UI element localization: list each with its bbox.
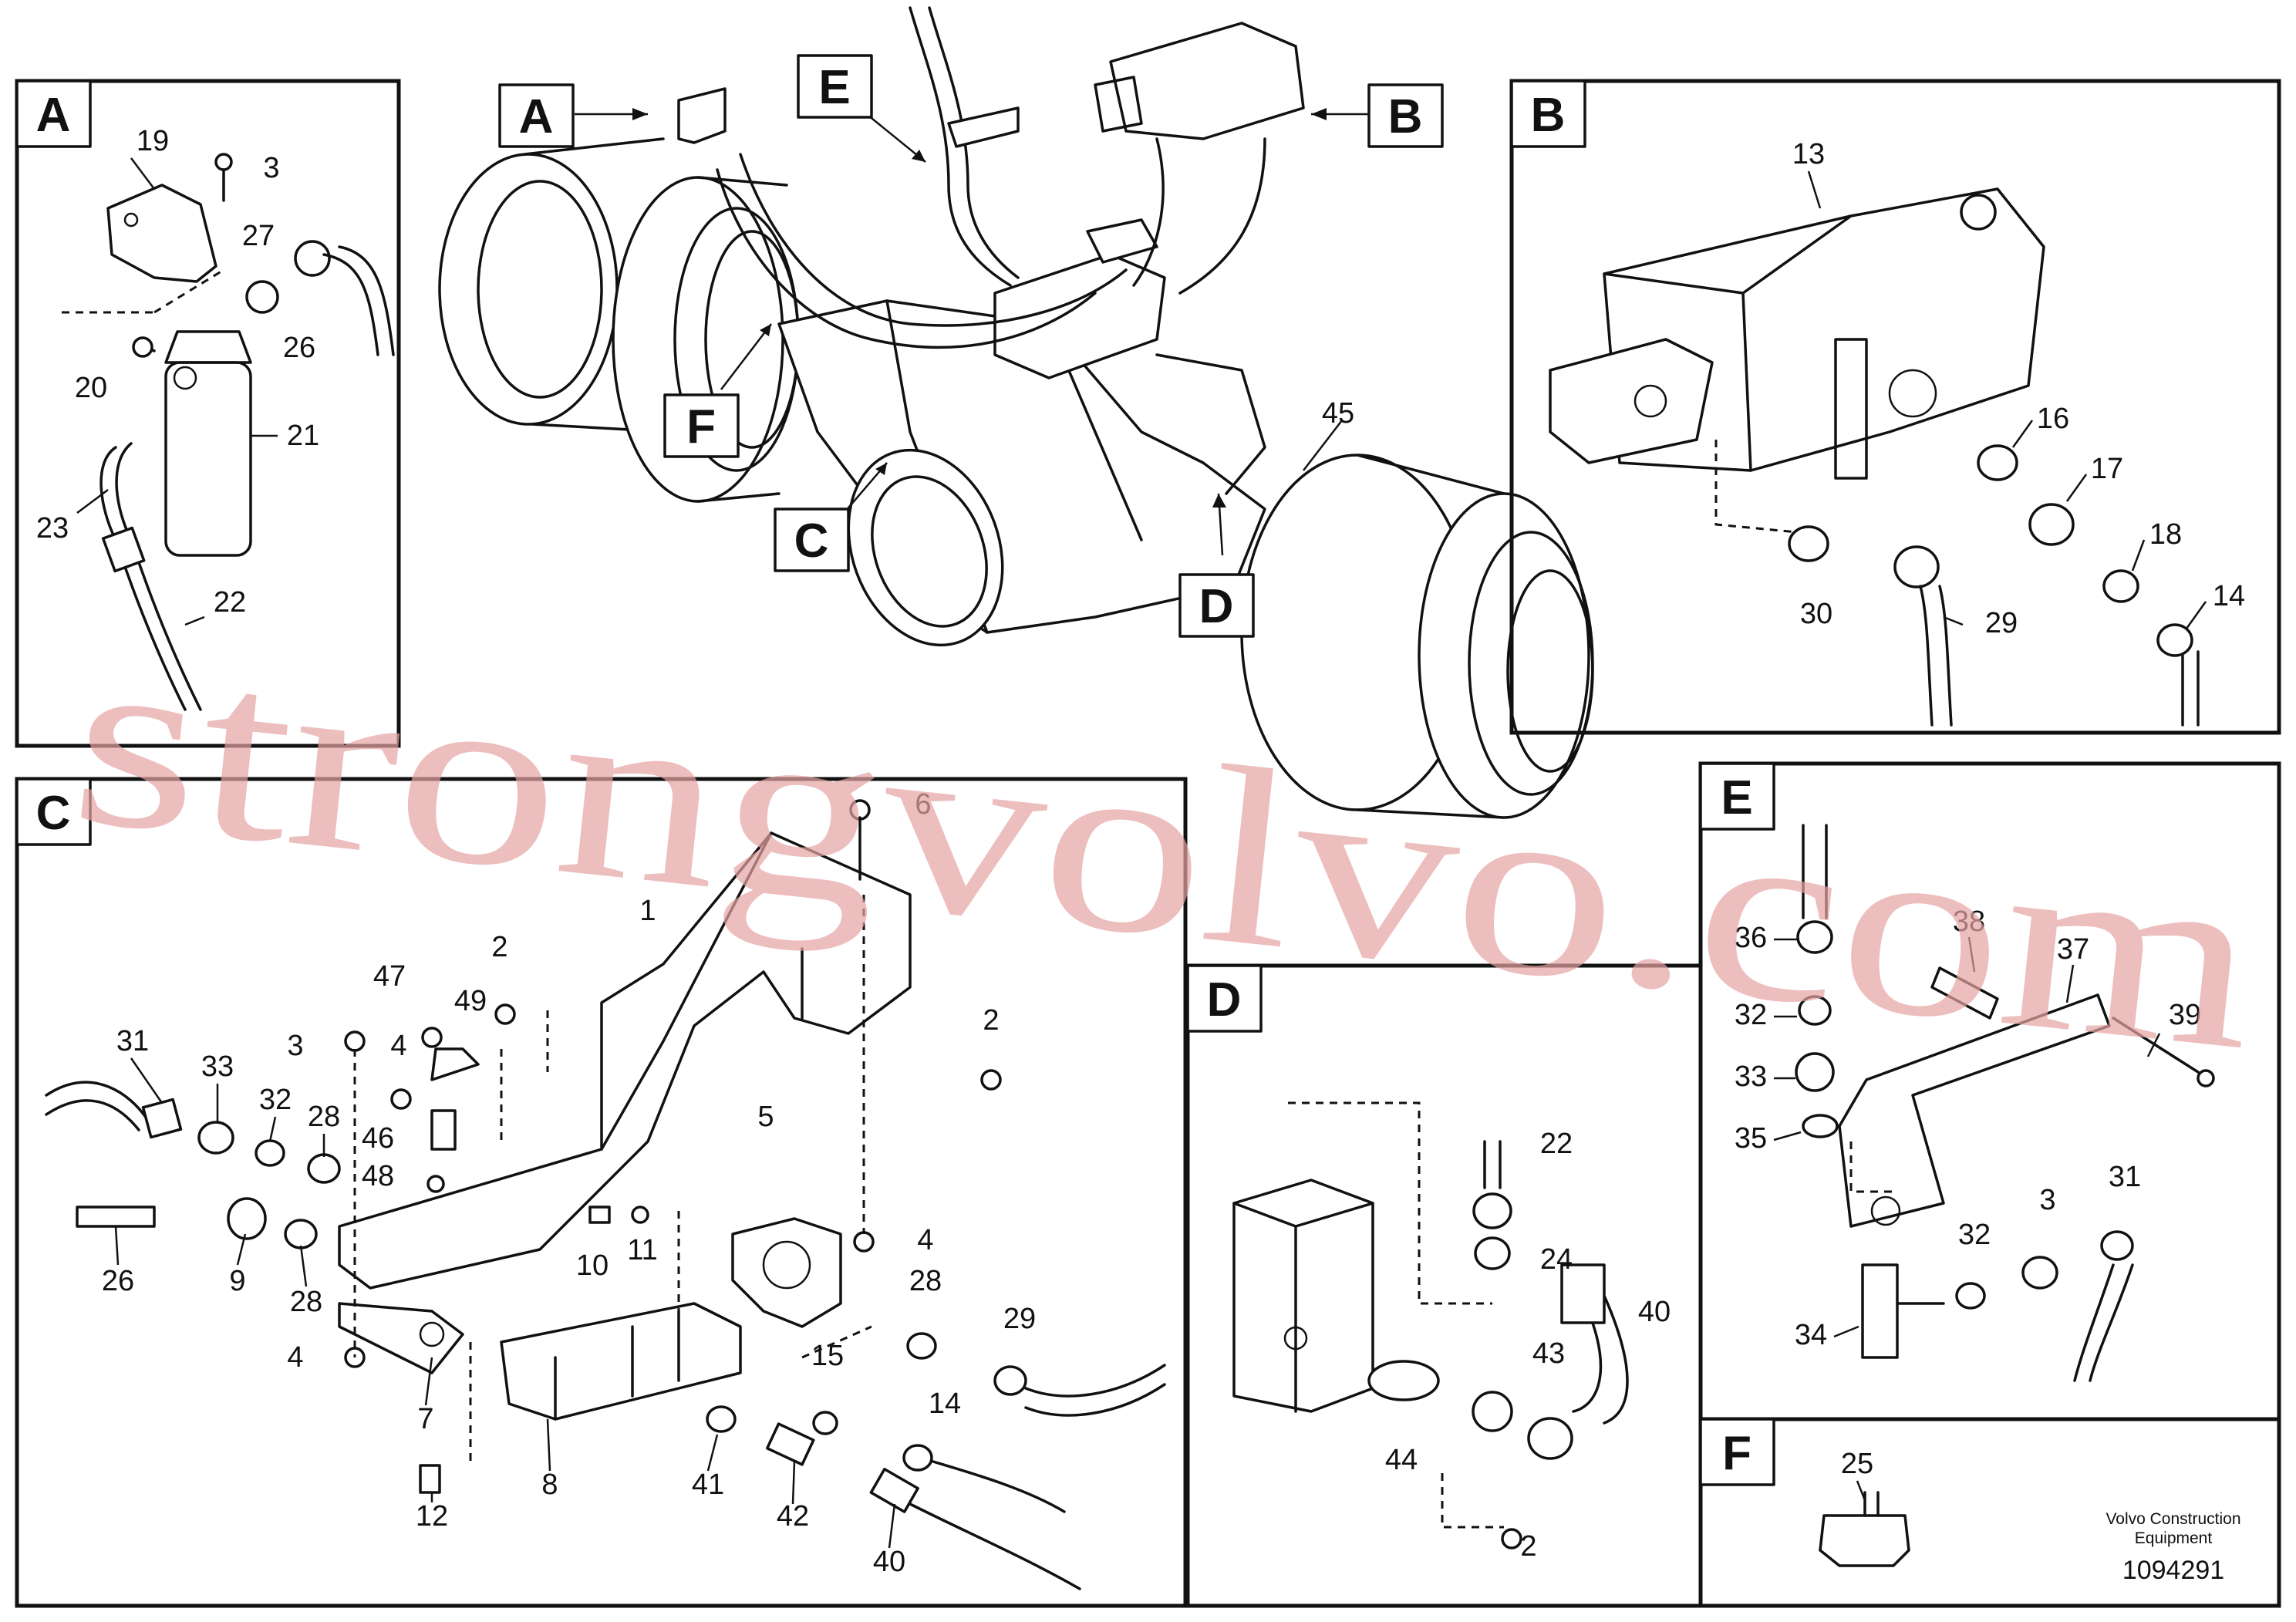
part-label-8: 8 <box>541 1469 558 1501</box>
part-label-14: 14 <box>929 1388 961 1420</box>
part-label-26: 26 <box>102 1265 134 1297</box>
part-label-47: 47 <box>373 960 406 993</box>
part-label-25: 25 <box>1841 1448 1873 1480</box>
part-label-3: 3 <box>2039 1184 2055 1216</box>
brand-block: Volvo Construction Equipment 1094291 <box>2106 1510 2240 1585</box>
part-label-27: 27 <box>242 220 275 252</box>
panel-E: E 36 38 37 32 39 33 35 31 3 32 34 <box>1698 761 2281 1421</box>
overview-axle-assembly <box>438 6 1594 819</box>
panel-letter-B: B <box>1388 90 1423 143</box>
panel-letter-F: F <box>686 400 716 454</box>
part-label-41: 41 <box>692 1469 724 1501</box>
part-label-38: 38 <box>1953 905 1985 938</box>
part-label-28: 28 <box>909 1265 942 1297</box>
part-label-10: 10 <box>576 1249 609 1282</box>
part-label-35: 35 <box>1735 1122 1767 1155</box>
panel-letter-C: C <box>36 787 71 840</box>
part-label-18: 18 <box>2149 518 2182 551</box>
part-label-36: 36 <box>1735 922 1767 954</box>
part-label-2: 2 <box>491 931 507 963</box>
panel-B: B 13 16 17 18 14 30 29 <box>1509 79 2281 735</box>
part-label-29: 29 <box>1985 607 2018 639</box>
part-label-3: 3 <box>287 1030 303 1062</box>
panel-C: C <box>15 777 1188 1608</box>
part-label-33: 33 <box>1735 1061 1767 1093</box>
part-label-22: 22 <box>1540 1128 1573 1160</box>
panel-A: A 19 3 27 26 20 21 23 22 <box>15 79 401 748</box>
part-label-31: 31 <box>2109 1161 2141 1193</box>
part-label-34: 34 <box>1795 1319 1827 1351</box>
panel-letter-A: A <box>519 90 554 143</box>
panel-letter-C: C <box>794 514 829 568</box>
panel-letter-E: E <box>818 61 850 114</box>
part-label-42: 42 <box>777 1500 809 1533</box>
part-label-26: 26 <box>283 332 315 364</box>
part-label-11: 11 <box>627 1234 657 1266</box>
document-number: 1094291 <box>2122 1556 2224 1585</box>
part-label-32: 32 <box>259 1084 292 1116</box>
overview-callout-C[interactable]: C <box>774 508 850 572</box>
overview-callout-E[interactable]: E <box>797 54 873 119</box>
part-label-12: 12 <box>416 1500 448 1533</box>
brand-line1: Volvo Construction <box>2106 1510 2240 1528</box>
overview-callout-F[interactable]: F <box>663 393 740 458</box>
part-label-31: 31 <box>116 1025 149 1057</box>
overview-part-45: 45 <box>1322 397 1354 430</box>
part-label-4: 4 <box>390 1030 406 1062</box>
panel-letter-D: D <box>1199 580 1234 633</box>
watermark: strongvolvo.com <box>62 595 2270 1104</box>
part-label-48: 48 <box>362 1160 394 1192</box>
part-label-16: 16 <box>2037 403 2069 435</box>
part-label-9: 9 <box>229 1265 245 1297</box>
part-label-24: 24 <box>1540 1243 1573 1276</box>
part-label-46: 46 <box>362 1122 394 1155</box>
part-label-29: 29 <box>1003 1303 1036 1335</box>
part-label-49: 49 <box>454 985 487 1017</box>
part-label-43: 43 <box>1532 1337 1565 1370</box>
part-label-4: 4 <box>287 1341 303 1374</box>
panel-D: D 22 24 40 43 44 2 <box>1185 963 1703 1608</box>
part-label-40: 40 <box>1638 1296 1671 1328</box>
part-label-20: 20 <box>75 372 107 404</box>
part-label-15: 15 <box>811 1340 844 1372</box>
part-label-22: 22 <box>214 586 246 619</box>
part-label-4: 4 <box>917 1224 933 1256</box>
part-label-19: 19 <box>137 125 169 157</box>
part-label-30: 30 <box>1800 598 1832 630</box>
part-label-28: 28 <box>290 1286 322 1318</box>
part-label-40: 40 <box>873 1546 905 1578</box>
part-label-33: 33 <box>201 1050 234 1083</box>
part-label-14: 14 <box>2213 580 2245 612</box>
part-label-23: 23 <box>36 512 69 545</box>
panel-letter-F: F <box>1722 1427 1752 1480</box>
panel-letter-D: D <box>1207 973 1242 1027</box>
part-label-37: 37 <box>2057 933 2089 966</box>
panel-letter-A: A <box>36 89 71 142</box>
overview-callout-D[interactable]: D <box>1178 573 1255 638</box>
part-label-5: 5 <box>757 1101 774 1133</box>
part-label-2: 2 <box>1520 1530 1536 1563</box>
part-label-17: 17 <box>2091 453 2123 485</box>
part-label-39: 39 <box>2169 999 2201 1031</box>
panel-letter-E: E <box>1721 771 1752 824</box>
part-label-32: 32 <box>1735 999 1767 1031</box>
overview-callout-A[interactable]: A <box>498 83 575 148</box>
brand-line2: Equipment <box>2135 1529 2213 1547</box>
part-label-2: 2 <box>983 1004 999 1037</box>
part-label-1: 1 <box>639 895 656 927</box>
part-label-3: 3 <box>263 152 279 184</box>
part-label-13: 13 <box>1792 138 1825 170</box>
overview-callout-B[interactable]: B <box>1367 83 1444 148</box>
part-label-21: 21 <box>287 420 319 452</box>
part-label-32: 32 <box>1958 1219 1991 1251</box>
part-label-7: 7 <box>417 1403 433 1435</box>
panel-F: F 25 <box>1698 1417 2281 1608</box>
panel-letter-B: B <box>1531 89 1566 142</box>
part-label-28: 28 <box>308 1101 340 1133</box>
part-label-44: 44 <box>1385 1444 1418 1476</box>
part-label-6: 6 <box>915 788 931 821</box>
